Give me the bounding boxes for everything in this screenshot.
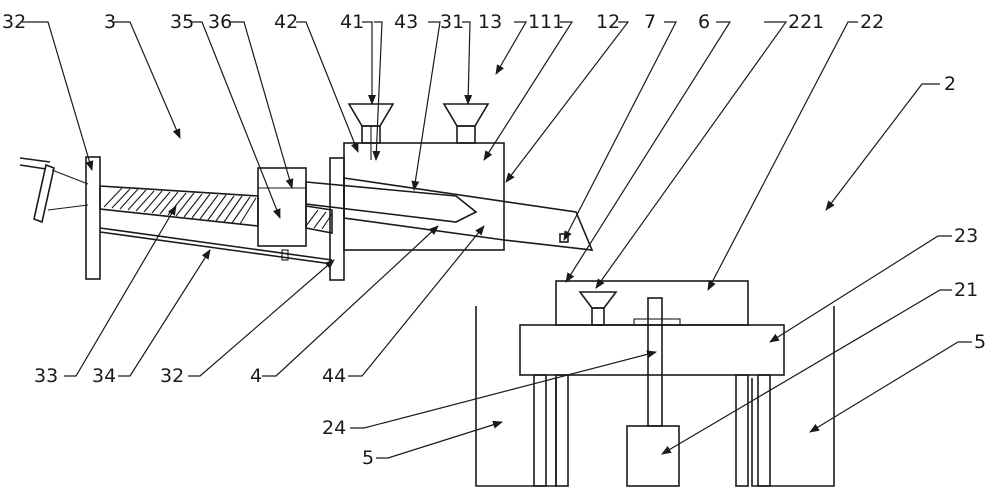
motor-block xyxy=(626,425,680,487)
label-12: 12 xyxy=(596,11,620,33)
mold-funnel-neck xyxy=(591,307,605,326)
platform-collar xyxy=(633,318,681,326)
label-43: 43 xyxy=(394,11,418,33)
label-7: 7 xyxy=(644,11,656,33)
label-41: 41 xyxy=(340,11,364,33)
label-36: 36 xyxy=(208,11,232,33)
hopper-funnel-left xyxy=(347,103,395,127)
label-44: 44 xyxy=(322,365,346,387)
label-5-right: 5 xyxy=(974,331,986,353)
slider-block xyxy=(257,167,307,247)
label-11: 11 xyxy=(540,11,564,33)
push-rod xyxy=(305,181,478,223)
left-support-plate xyxy=(85,156,101,280)
crank-arm xyxy=(33,163,55,224)
feeding-box-body xyxy=(343,142,505,251)
guide-rod-top xyxy=(99,227,333,261)
leader-lines xyxy=(22,21,972,459)
mold-funnel xyxy=(578,291,618,309)
label-2: 2 xyxy=(944,73,956,95)
molding-assembly xyxy=(475,280,835,487)
leg-4 xyxy=(757,374,771,487)
cone-bottom xyxy=(47,204,89,211)
label-33: 33 xyxy=(34,365,58,387)
mold-platform xyxy=(519,324,785,376)
label-3: 3 xyxy=(104,11,116,33)
label-5-left: 5 xyxy=(362,447,374,469)
leg-2 xyxy=(555,374,569,487)
label-4: 4 xyxy=(250,365,262,387)
label-6: 6 xyxy=(698,11,710,33)
label-32-bottom: 32 xyxy=(160,365,184,387)
hopper-neck-right xyxy=(456,125,476,144)
label-35: 35 xyxy=(170,11,194,33)
leg-3 xyxy=(735,374,749,487)
feeding-box xyxy=(343,103,594,251)
hopper-funnel-right xyxy=(442,103,490,127)
label-24: 24 xyxy=(322,417,346,439)
upper-mold-box xyxy=(555,280,749,326)
leg-1 xyxy=(533,374,547,487)
label-31: 31 xyxy=(440,11,464,33)
label-1: 1 xyxy=(528,11,540,33)
cone-top xyxy=(51,169,89,185)
label-34: 34 xyxy=(92,365,116,387)
label-23: 23 xyxy=(954,225,978,247)
label-13: 13 xyxy=(478,11,502,33)
label-21: 21 xyxy=(954,279,978,301)
right-tank xyxy=(751,306,835,487)
guide-rod-bottom xyxy=(99,231,333,265)
part-labels: 32 3 35 36 42 41 43 31 13 1 11 12 7 6 22… xyxy=(2,11,986,469)
label-42: 42 xyxy=(274,11,298,33)
lifting-rod xyxy=(647,297,663,427)
label-22: 22 xyxy=(860,11,884,33)
label-221: 221 xyxy=(788,11,824,33)
screw-conveyor-assembly xyxy=(19,156,478,281)
crank-handle-lower xyxy=(19,164,47,170)
sloped-chute xyxy=(343,177,594,251)
guide-rod-stop xyxy=(281,249,289,261)
crank-handle xyxy=(19,157,51,163)
label-32-top: 32 xyxy=(2,11,26,33)
